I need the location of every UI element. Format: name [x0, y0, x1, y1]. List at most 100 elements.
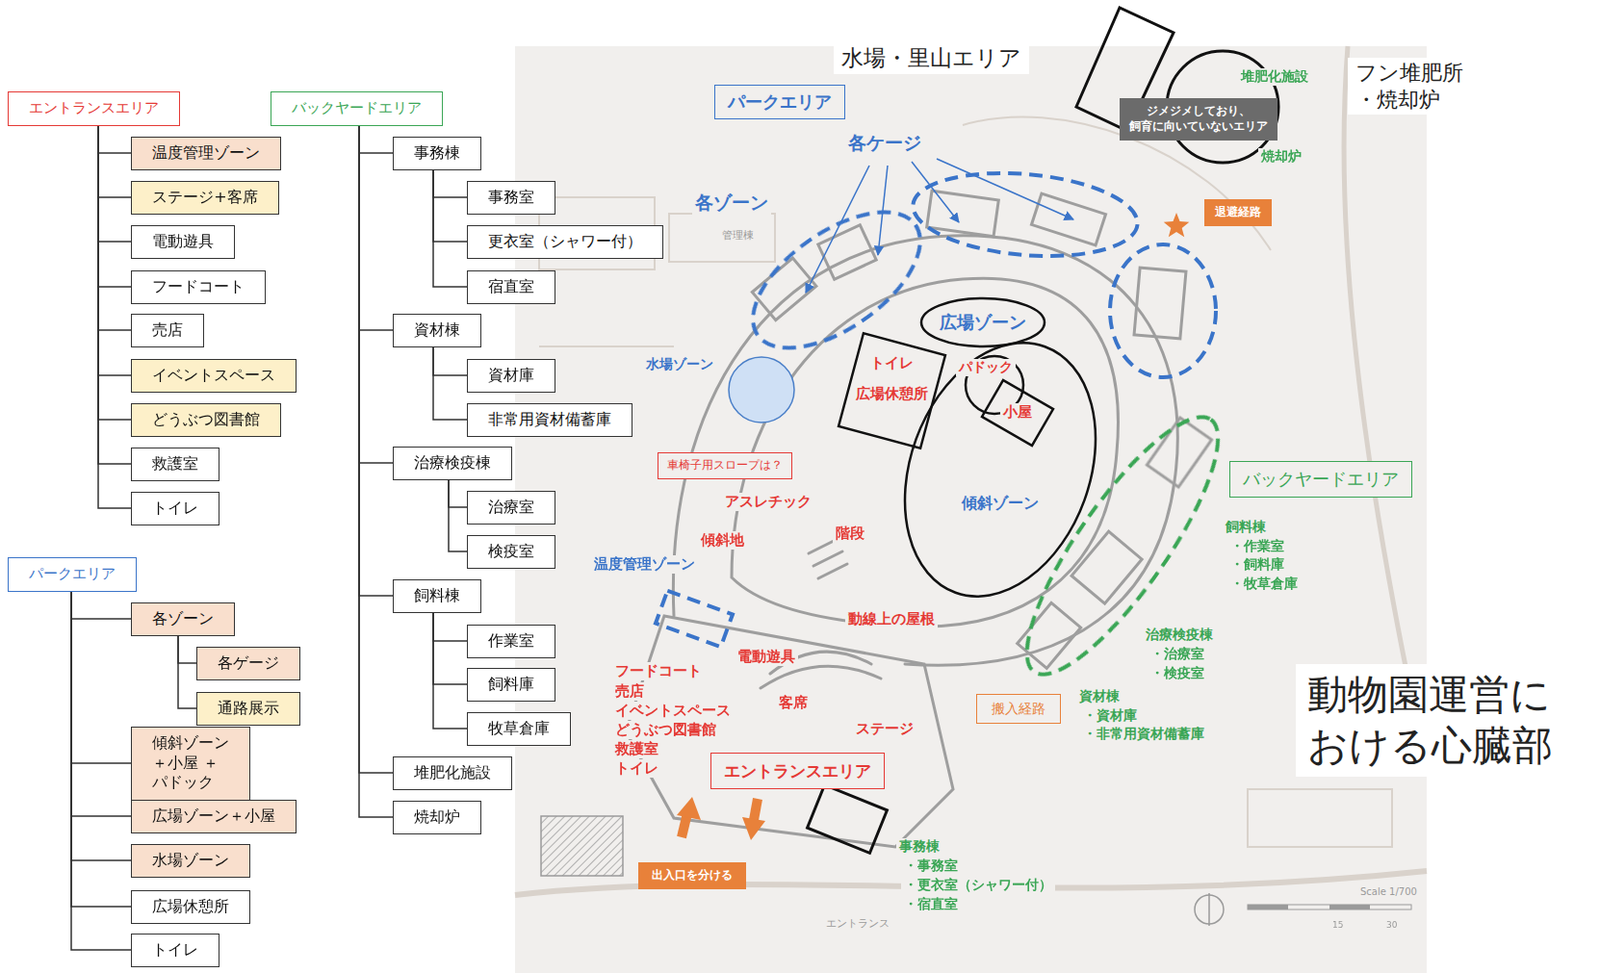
- item-box: 飼料棟: [392, 579, 482, 614]
- node-text: 傾斜ゾーン＋小屋 ＋パドック: [152, 733, 230, 794]
- node-text: 非常用資材備蓄庫: [488, 410, 612, 431]
- node-text: どうぶつ図書館: [152, 410, 260, 431]
- tree-connector: [98, 126, 131, 154]
- cage: [818, 225, 877, 281]
- ellipse-outline: [871, 315, 1130, 623]
- annotation-label: 焼却炉: [1258, 148, 1305, 166]
- slope-zone-ellipse: 傾斜ゾーン小屋: [908, 336, 1092, 603]
- area-tag: エントランスエリア: [710, 752, 885, 790]
- annotation-label: 動線上の屋根: [845, 610, 938, 629]
- node-text: 焼却炉: [413, 807, 461, 828]
- item-box: 広場休憩所: [130, 890, 251, 925]
- rest-building: トイレ広場休憩所: [841, 338, 943, 443]
- item-box: 通路展示: [196, 692, 301, 726]
- item-box: どうぶつ図書館: [130, 403, 282, 438]
- tree-connector: [433, 347, 467, 421]
- cage: [1134, 267, 1187, 339]
- node-text: 小屋: [1000, 403, 1035, 423]
- annotation-label: トイレ: [612, 759, 662, 778]
- node-text: 搬入経路: [991, 699, 1046, 718]
- item-box: トイレ: [130, 933, 220, 968]
- area-heading-box: パークエリア: [7, 557, 137, 593]
- faint-road: [1343, 46, 1427, 771]
- area-tag: バックヤードエリア: [1229, 461, 1413, 498]
- annotation-label: ステージ: [852, 720, 917, 739]
- tree-connector: [433, 613, 467, 686]
- node-text: ステージ+客席: [152, 187, 258, 208]
- tree-connector: [98, 126, 131, 198]
- annotation-label: ・飼料庫: [1227, 556, 1288, 574]
- item-box: 治療室: [466, 490, 556, 525]
- annotation-label: 治療検疫棟: [1142, 626, 1216, 645]
- annotation-label: 客席: [775, 694, 811, 713]
- hut-building: 小屋: [981, 385, 1054, 441]
- tree-connector: [448, 480, 467, 509]
- arrow-shaft: [753, 799, 758, 821]
- annotation-label: 水場ゾーン: [643, 356, 717, 374]
- tree-connector: [433, 613, 467, 643]
- item-box: 作業室: [466, 624, 556, 659]
- hatched-building: [541, 816, 623, 877]
- leader-arrow: [877, 165, 888, 256]
- node-outline: [908, 336, 1092, 603]
- callout-text: 動物園運営に おける心臓部: [1295, 664, 1565, 777]
- tree-connector: [98, 126, 131, 420]
- area-title: 水場・里山エリア: [833, 42, 1030, 75]
- area-heading-box: バックヤードエリア: [270, 91, 443, 127]
- item-box: トイレ: [130, 491, 220, 526]
- annotation-label: 堆肥化施設: [1238, 68, 1312, 86]
- backyard-building: [1146, 417, 1212, 488]
- tree-connector: [359, 126, 393, 464]
- item-box: 傾斜ゾーン＋小屋 ＋パドック: [130, 726, 251, 801]
- item-box: 温度管理ゾーン: [130, 136, 282, 171]
- cage: [1031, 193, 1106, 246]
- annotation-label: イベントスペース: [612, 701, 734, 721]
- item-box: 非常用資材備蓄庫: [466, 403, 633, 438]
- annotation-label: 階段: [832, 524, 868, 543]
- item-box: 資材庫: [466, 359, 556, 393]
- annotation-label: どうぶつ図書館: [612, 721, 720, 740]
- arrow-head: [676, 797, 701, 821]
- water-zone-circle: [728, 357, 795, 423]
- faint-plan: [515, 46, 1427, 896]
- node-text: 退避経路: [1214, 205, 1262, 221]
- node-text: バックヤードエリア: [291, 99, 422, 119]
- zone-ellipse: [1109, 244, 1216, 378]
- tree-connector: [71, 592, 131, 861]
- annotation-label: 救護室: [612, 740, 662, 759]
- note-box: ジメジメしており、 飼育に向いていないエリア: [1119, 98, 1278, 141]
- item-box: 事務室: [466, 180, 556, 215]
- item-box: 治療検疫棟: [392, 446, 513, 481]
- annotation-label: ・資材庫: [1080, 707, 1140, 725]
- map-ground: [515, 46, 1427, 973]
- item-box: 飼料庫: [466, 668, 556, 702]
- node-text: 飼料庫: [488, 674, 535, 696]
- node-text: 救護室: [152, 454, 199, 475]
- ellipse-outline: [921, 298, 1045, 347]
- node-text: 資材庫: [488, 365, 535, 387]
- item-box: 救護室: [130, 447, 220, 482]
- node-text: 車椅子用スロープは？: [667, 458, 783, 474]
- arrow-head: [742, 817, 766, 841]
- annotation-label: ・更衣室（シャワー付）: [901, 877, 1056, 895]
- node-text: 通路展示: [217, 698, 280, 720]
- item-box: 検疫室: [466, 535, 556, 569]
- node-text: イベントスペース: [152, 365, 276, 387]
- leader-arrow: [805, 165, 870, 293]
- outer-path: [672, 235, 1178, 666]
- node-text: トイレ: [152, 940, 199, 961]
- tree-connector: [433, 170, 467, 199]
- item-box: 焼却炉: [392, 800, 482, 835]
- faint-building: [669, 213, 775, 262]
- tree-connector: [178, 636, 197, 710]
- tree-connector: [448, 480, 467, 553]
- item-box: 牧草倉庫: [466, 712, 571, 747]
- item-box: 各ゲージ: [196, 646, 301, 681]
- tree-connector: [98, 126, 131, 465]
- annotation-label: ・作業室: [1227, 538, 1288, 556]
- tree-connector: [359, 126, 393, 818]
- building-outline: [981, 380, 1054, 446]
- node-text: 事務棟: [413, 143, 461, 164]
- node-text: 治療室: [488, 497, 535, 518]
- scale-label: Scale 1/700: [1357, 886, 1420, 900]
